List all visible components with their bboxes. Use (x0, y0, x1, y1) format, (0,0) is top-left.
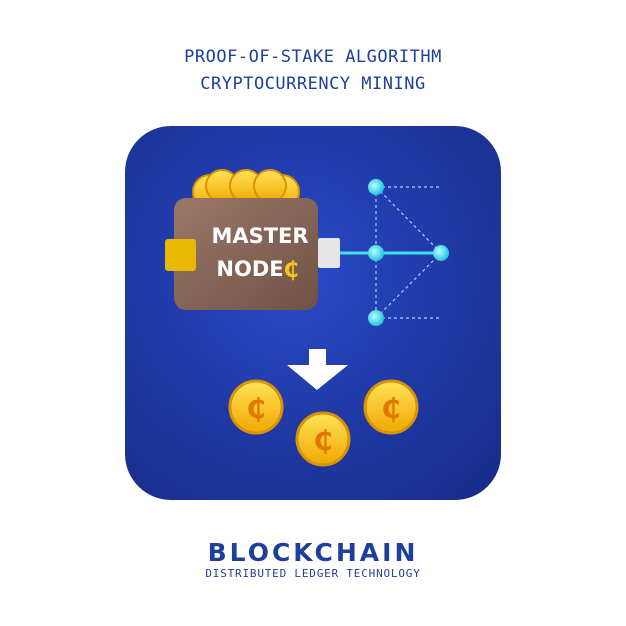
wallet-connector (318, 238, 340, 268)
network-node-icon (368, 310, 384, 326)
reward-coin-symbol: ₵ (246, 392, 265, 425)
reward-coins: ₵ ₵ ₵ (228, 379, 419, 467)
header-title-line1: PROOF-OF-STAKE ALGORITHM (184, 47, 442, 67)
master-node-wallet: MASTER NODE ₵ (165, 198, 340, 310)
network-node-icon (368, 245, 384, 261)
dashed-links (375, 186, 442, 319)
stack-coin-icon (253, 169, 287, 203)
header-title-line2: CRYPTOCURRENCY MINING (200, 74, 426, 94)
wallet-body (174, 198, 318, 310)
network-node-icon (433, 245, 449, 261)
reward-coin-symbol: ₵ (313, 424, 332, 457)
wallet-label-line2: NODE (216, 257, 283, 281)
reward-coin-icon: ₵ (228, 379, 284, 435)
wallet-coin-icon: ₵ (283, 258, 298, 283)
reward-coin-icon: ₵ (363, 379, 419, 435)
reward-coin-symbol: ₵ (381, 392, 400, 425)
arrow-down-icon (287, 349, 348, 390)
node-network (340, 179, 449, 326)
wallet-label-line1: MASTER (211, 224, 308, 248)
footer-subtitle: DISTRIBUTED LEDGER TECHNOLOGY (205, 567, 421, 580)
wallet-clasp (165, 239, 196, 271)
reward-coin-icon: ₵ (295, 411, 351, 467)
footer-title: BLOCKCHAIN (207, 538, 419, 567)
network-node-icon (368, 179, 384, 195)
